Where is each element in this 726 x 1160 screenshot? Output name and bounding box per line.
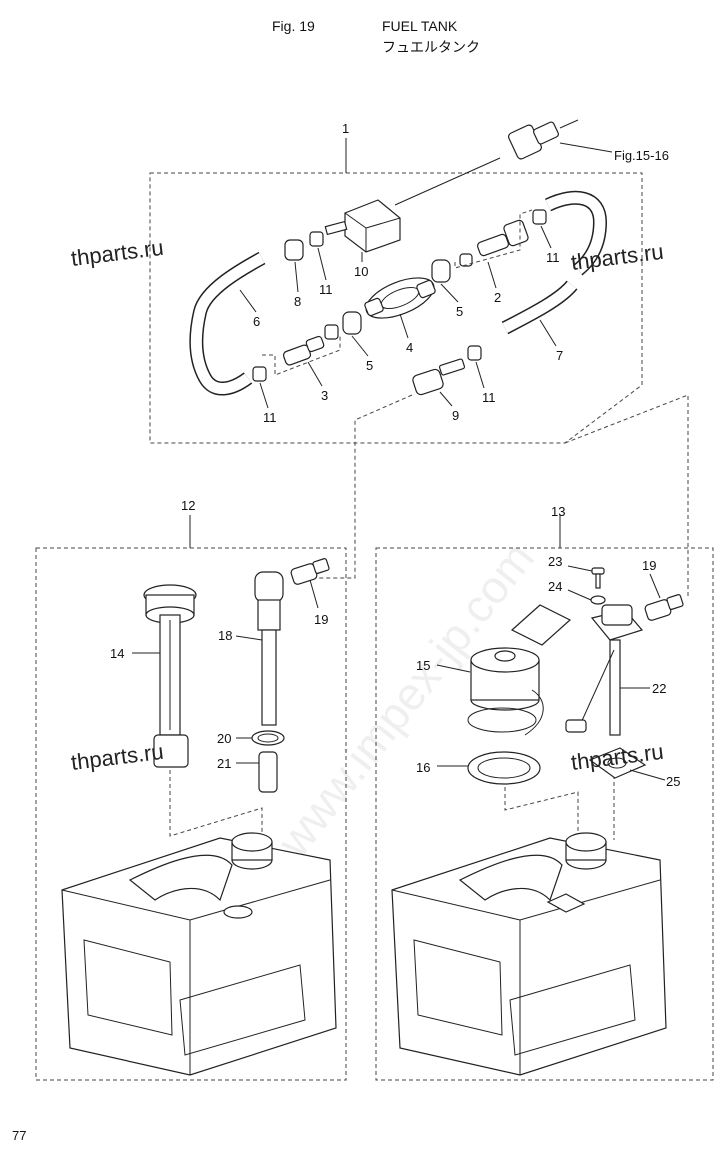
part-number-11d: 11 <box>482 390 496 405</box>
reference-label: Fig.15-16 <box>614 148 669 163</box>
part-number-18: 18 <box>218 628 232 643</box>
seal-upper <box>431 259 451 283</box>
leader-line-8 <box>294 261 299 293</box>
leader-line-11a <box>317 247 327 281</box>
leader-line-5b <box>351 335 369 357</box>
fuel-filter <box>258 751 278 793</box>
clip-3 <box>324 324 339 340</box>
tank-assembly-12-box <box>35 547 347 1081</box>
connection-line-left-tank <box>169 770 263 870</box>
part-number-4: 4 <box>406 340 413 355</box>
figure-number: Fig. 19 <box>272 18 315 34</box>
gauge-gasket-hole <box>607 757 627 769</box>
leader-line-19a <box>309 579 319 609</box>
part-number-22: 22 <box>652 681 666 696</box>
part-number-14: 14 <box>110 646 124 661</box>
part-number-16: 16 <box>416 760 430 775</box>
part-number-19a: 19 <box>314 612 328 627</box>
part-number-13: 13 <box>551 504 565 519</box>
part-number-11a: 11 <box>319 282 333 297</box>
part-number-15: 15 <box>416 658 430 673</box>
leader-line-11c <box>259 382 269 409</box>
part-number-19b: 19 <box>642 558 656 573</box>
leader-line-4 <box>399 313 409 339</box>
part-number-11c: 11 <box>263 410 277 425</box>
clip-5 <box>467 345 482 361</box>
hose-right-inner <box>545 192 606 275</box>
fitting-set-lower <box>262 335 341 376</box>
seal-lower <box>342 311 362 335</box>
page-number: 77 <box>12 1128 27 1143</box>
leader-line-23 <box>567 565 593 572</box>
connection-line-right-tank <box>504 780 579 860</box>
leader-line-11d <box>475 361 485 389</box>
part-number-24: 24 <box>548 579 562 594</box>
label-plate <box>510 604 572 646</box>
leader-line-24 <box>567 589 592 601</box>
tank-connector-right <box>644 594 684 621</box>
washer <box>590 595 606 605</box>
gauge-unit <box>565 604 644 736</box>
sleeve <box>284 239 304 261</box>
connection-line-right <box>564 394 689 598</box>
leader-line-18 <box>235 635 263 641</box>
fuel-line-assembly-box <box>149 172 643 444</box>
part-number-7: 7 <box>556 348 563 363</box>
bolt <box>591 567 605 589</box>
leader-line-7 <box>539 319 557 347</box>
part-number-8: 8 <box>294 294 301 309</box>
fuel-tank-left <box>61 832 337 1076</box>
tank-assembly-13-box <box>375 547 714 1081</box>
leader-line-15 <box>436 664 471 673</box>
leader-line-3 <box>307 361 323 387</box>
part-number-25: 25 <box>666 774 680 789</box>
watermark-upper-left: thparts.ru <box>70 235 165 271</box>
part-number-23: 23 <box>548 554 562 569</box>
clip-1 <box>309 231 324 247</box>
part-number-3: 3 <box>321 388 328 403</box>
fuel-gauge <box>143 584 197 768</box>
part-number-9: 9 <box>452 408 459 423</box>
clip-4 <box>252 366 267 382</box>
figure-title-japanese: フュエルタンク <box>382 39 480 55</box>
o-ring-left <box>251 730 285 746</box>
leader-line-9 <box>439 391 453 407</box>
primer-bulb <box>364 277 436 319</box>
fuel-tank-right <box>391 832 667 1076</box>
leader-line-2 <box>487 261 497 289</box>
tank-connector-left <box>290 558 330 585</box>
leader-line-25 <box>629 769 666 781</box>
part-number-5a: 5 <box>456 304 463 319</box>
leader-line-6 <box>239 289 257 313</box>
hose-left-inner <box>190 253 265 394</box>
leader-line-5a <box>440 283 459 303</box>
o-ring-left-inner <box>257 733 279 743</box>
part-number-10: 10 <box>354 264 368 279</box>
connector-block <box>324 199 401 253</box>
fuel-cap <box>467 647 544 736</box>
fitting-set <box>454 209 533 269</box>
connection-line-9-19 <box>310 394 413 579</box>
part-number-5b: 5 <box>366 358 373 373</box>
leader-line-19b <box>649 573 661 599</box>
figure-title: FUEL TANK <box>382 18 458 34</box>
hose-right-lower-inner <box>502 281 577 333</box>
filler-gasket <box>467 751 541 785</box>
watermark-lower-left: thparts.ru <box>70 739 165 775</box>
watermark-upper-right: thparts.ru <box>570 239 665 275</box>
part-number-12: 12 <box>181 498 195 513</box>
fuel-pickup-tube <box>254 571 284 726</box>
part-number-11b: 11 <box>546 250 560 265</box>
part-number-6: 6 <box>253 314 260 329</box>
part-number-21: 21 <box>217 756 231 771</box>
clip-2 <box>532 209 547 225</box>
adapter <box>412 358 466 396</box>
leader-line-11b <box>540 225 552 249</box>
part-number-2: 2 <box>494 290 501 305</box>
part-number-1: 1 <box>342 121 349 136</box>
part-number-20: 20 <box>217 731 231 746</box>
engine-side-connector <box>394 119 613 206</box>
